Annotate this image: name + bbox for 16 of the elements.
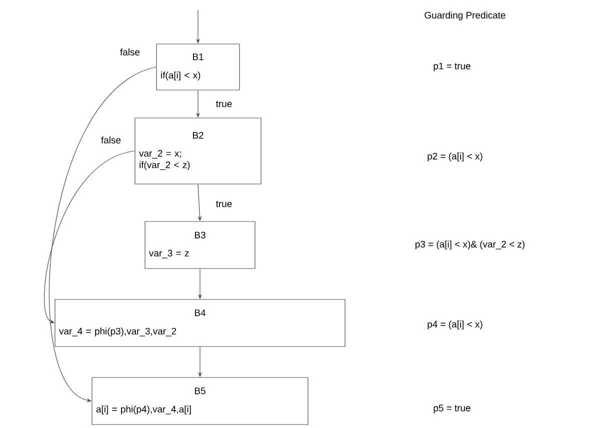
edge-label: false [100, 136, 122, 144]
block-box: B3 var_3 = z [144, 221, 256, 269]
block-box: B4 var_4 = phi(p3),var_3,var_2 [54, 299, 346, 347]
edge-label: false [119, 48, 141, 56]
edge-label: true [214, 100, 234, 108]
column-heading: Guarding Predicate [424, 12, 506, 20]
block-box: B2 var_2 = x; if(var_2 < z) [134, 118, 262, 184]
predicate-text: p1 = true [434, 62, 470, 72]
predicate-text: p4 = (a[i] < x) [428, 320, 482, 330]
predicate-text: p2 = (a[i] < x) [428, 152, 482, 162]
predicate-text: p5 = true [434, 404, 470, 414]
predicate-text: p3 = (a[i] < x)& (var_2 < z) [416, 240, 524, 250]
edge-label: true [214, 200, 234, 208]
block-box: B5 a[i] = phi(p4),var_4,a[i] [92, 377, 308, 425]
block-box: B1 if(a[i] < x) [156, 44, 240, 90]
arrow [44, 150, 135, 324]
